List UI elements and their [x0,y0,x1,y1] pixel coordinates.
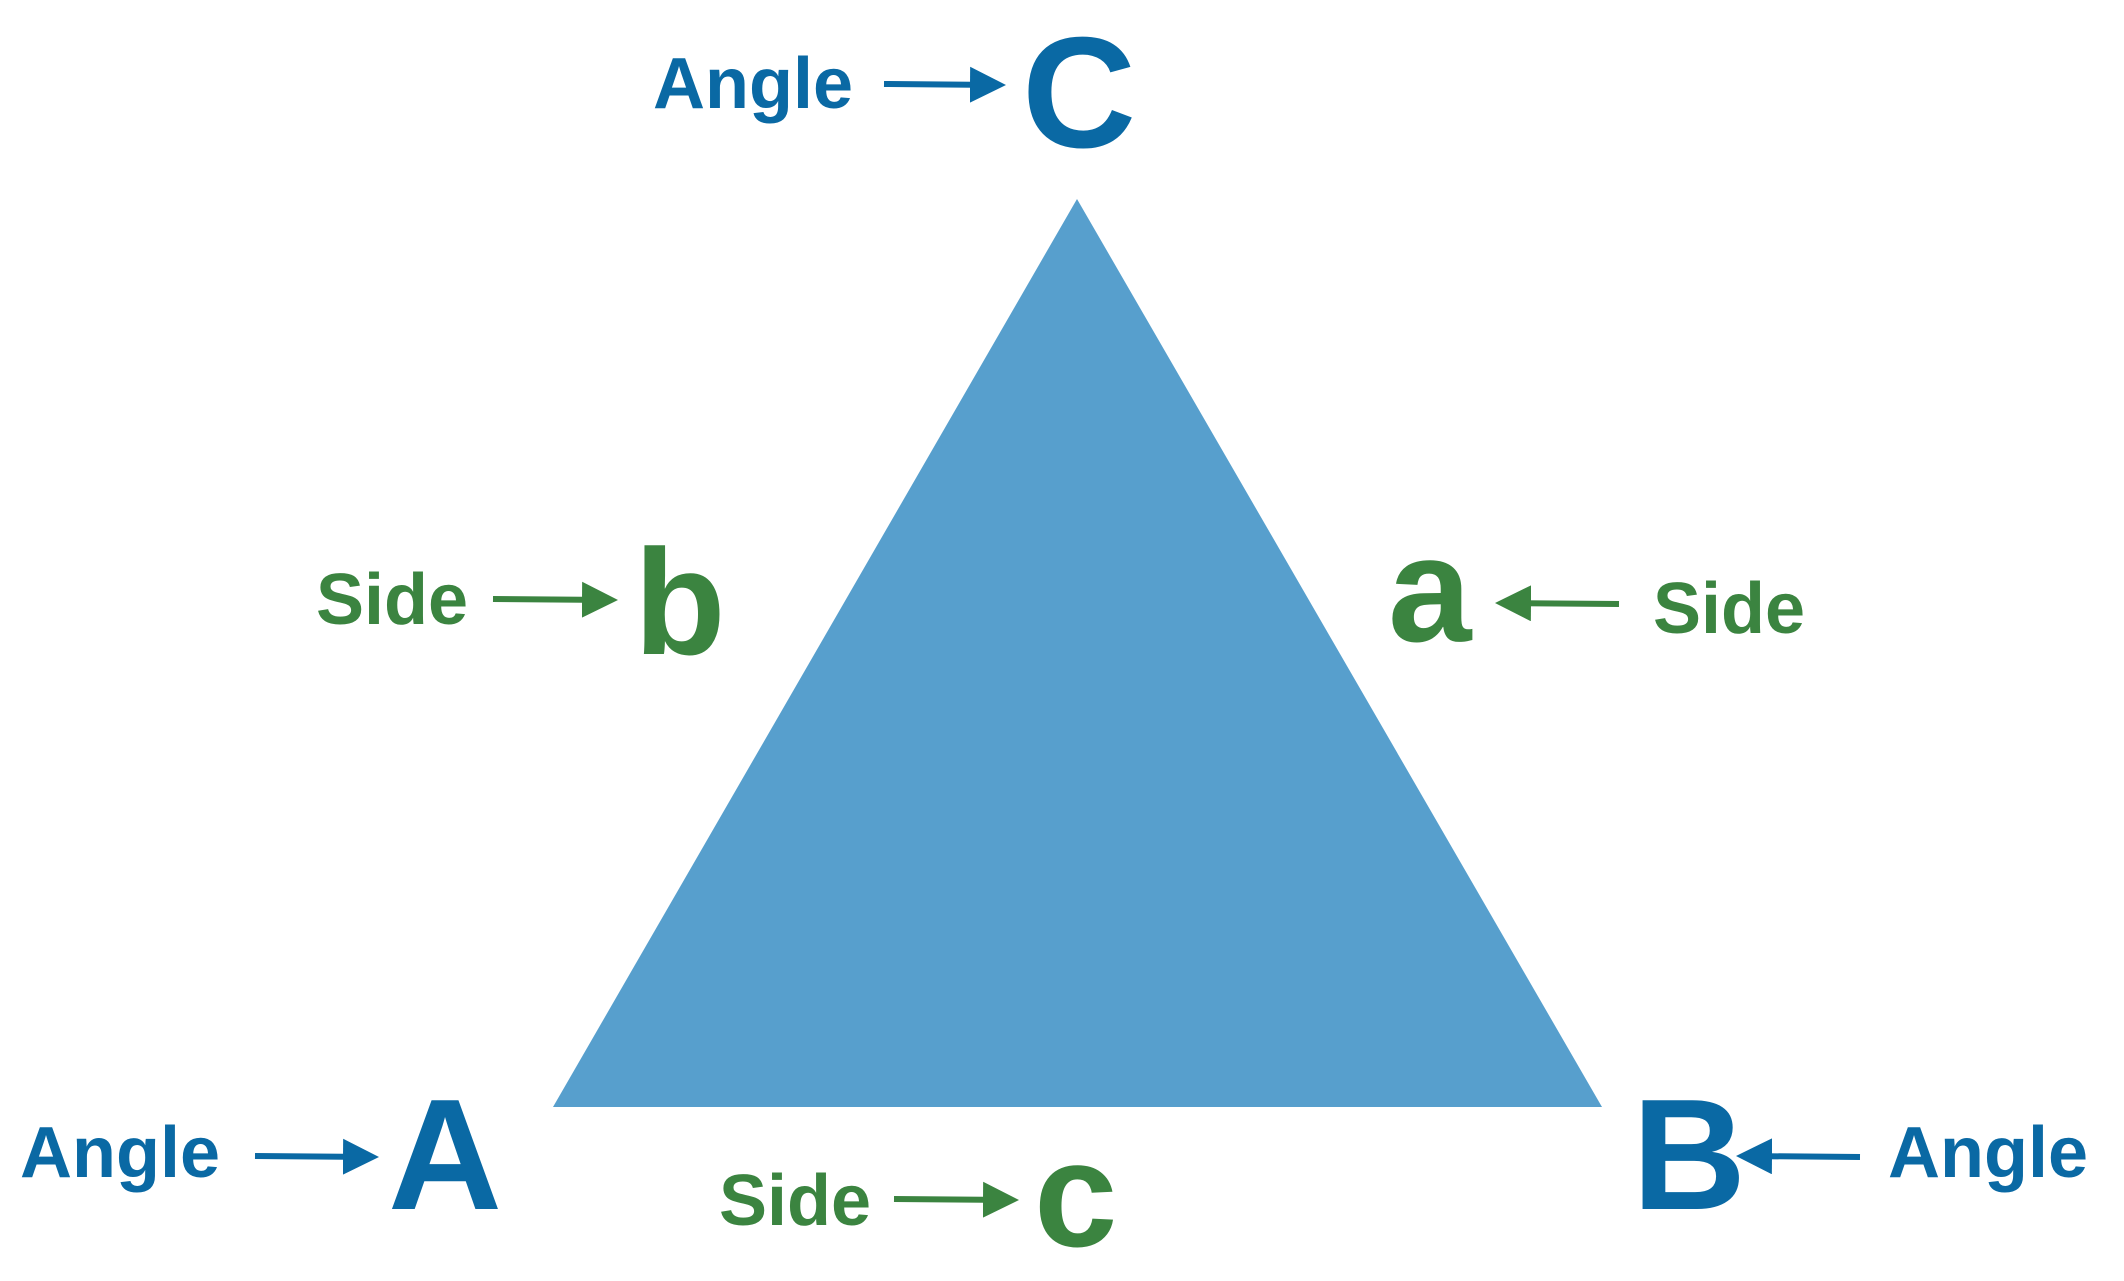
angle-a-label: A [388,1067,502,1243]
angle-b-caption: Angle [1888,1113,2088,1193]
side-b-label: b [634,518,726,686]
angle-b-label: B [1632,1067,1746,1243]
triangle [553,199,1602,1107]
angle-a-caption: Angle [20,1113,220,1193]
angle-a-arrow [254,1138,379,1175]
side-b-arrow [492,581,618,618]
side-a-arrow [1495,585,1620,622]
side-c-caption: Side [719,1161,871,1241]
side-c-arrow [893,1181,1019,1218]
angle-c-label: C [1022,5,1136,181]
side-a-caption: Side [1653,569,1805,649]
side-b-caption: Side [316,560,468,640]
angle-c-arrow [883,66,1006,103]
side-a-label: a [1388,505,1473,673]
angle-c-caption: Angle [653,44,853,124]
angle-b-arrow [1736,1138,1861,1175]
side-c-label: c [1034,1110,1117,1278]
